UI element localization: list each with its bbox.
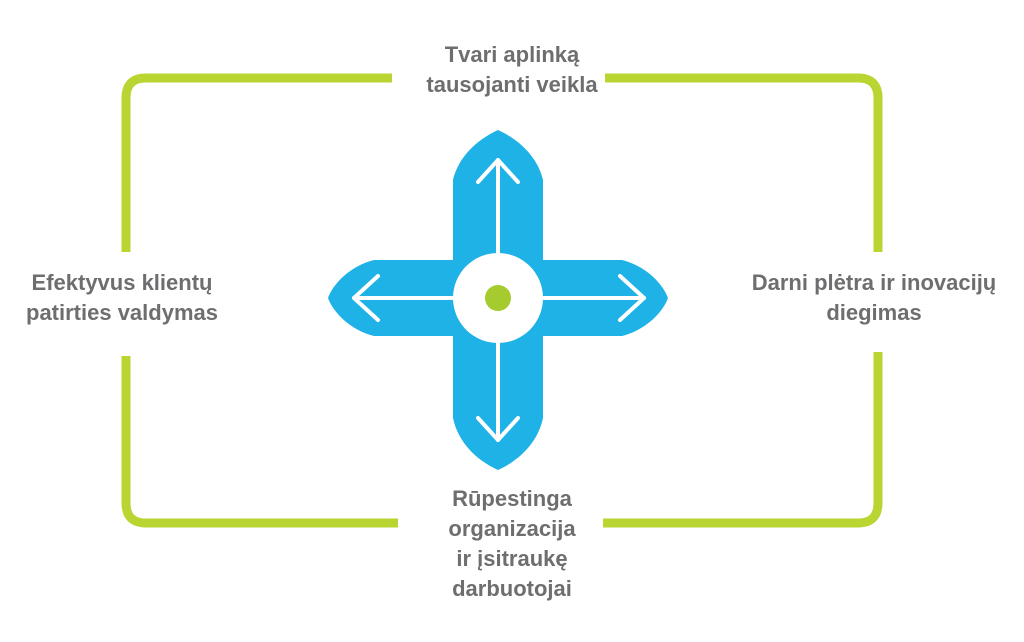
label-right: Darni plėtra ir inovacijų diegimas [736,268,1012,328]
frame-bottom-left-segment [121,356,398,528]
label-top-line-2: tausojanti veikla [426,72,598,97]
label-left-line-1: Efektyvus klientų [31,270,213,295]
label-bottom-line-3: ir įsitraukę [456,546,568,571]
label-right-line-2: diegimas [826,300,922,325]
label-left: Efektyvus klientų patirties valdymas [2,268,242,328]
arrow-right-icon [542,274,646,322]
label-bottom-line-1: Rūpestinga [452,486,572,511]
frame [121,73,883,528]
arrows [352,158,646,442]
arrow-left-icon [352,274,454,322]
target-dot-icon [485,285,511,311]
label-top-line-1: Tvari aplinką [444,42,580,67]
label-bottom-line-2: organizacija [448,516,576,541]
label-bottom: Rūpestinga organizacija ir įsitraukę dar… [380,484,644,604]
label-right-line-1: Darni plėtra ir inovacijų [751,270,997,295]
frame-top-left-segment [121,73,392,252]
arrow-up-icon [476,158,520,254]
frame-top-right-segment [605,73,883,252]
label-left-line-2: patirties valdymas [26,300,218,325]
label-bottom-line-4: darbuotojai [452,576,572,601]
frame-bottom-right-segment [603,352,883,528]
label-top: Tvari aplinką tausojanti veikla [380,40,644,100]
arrow-down-icon [476,342,520,442]
